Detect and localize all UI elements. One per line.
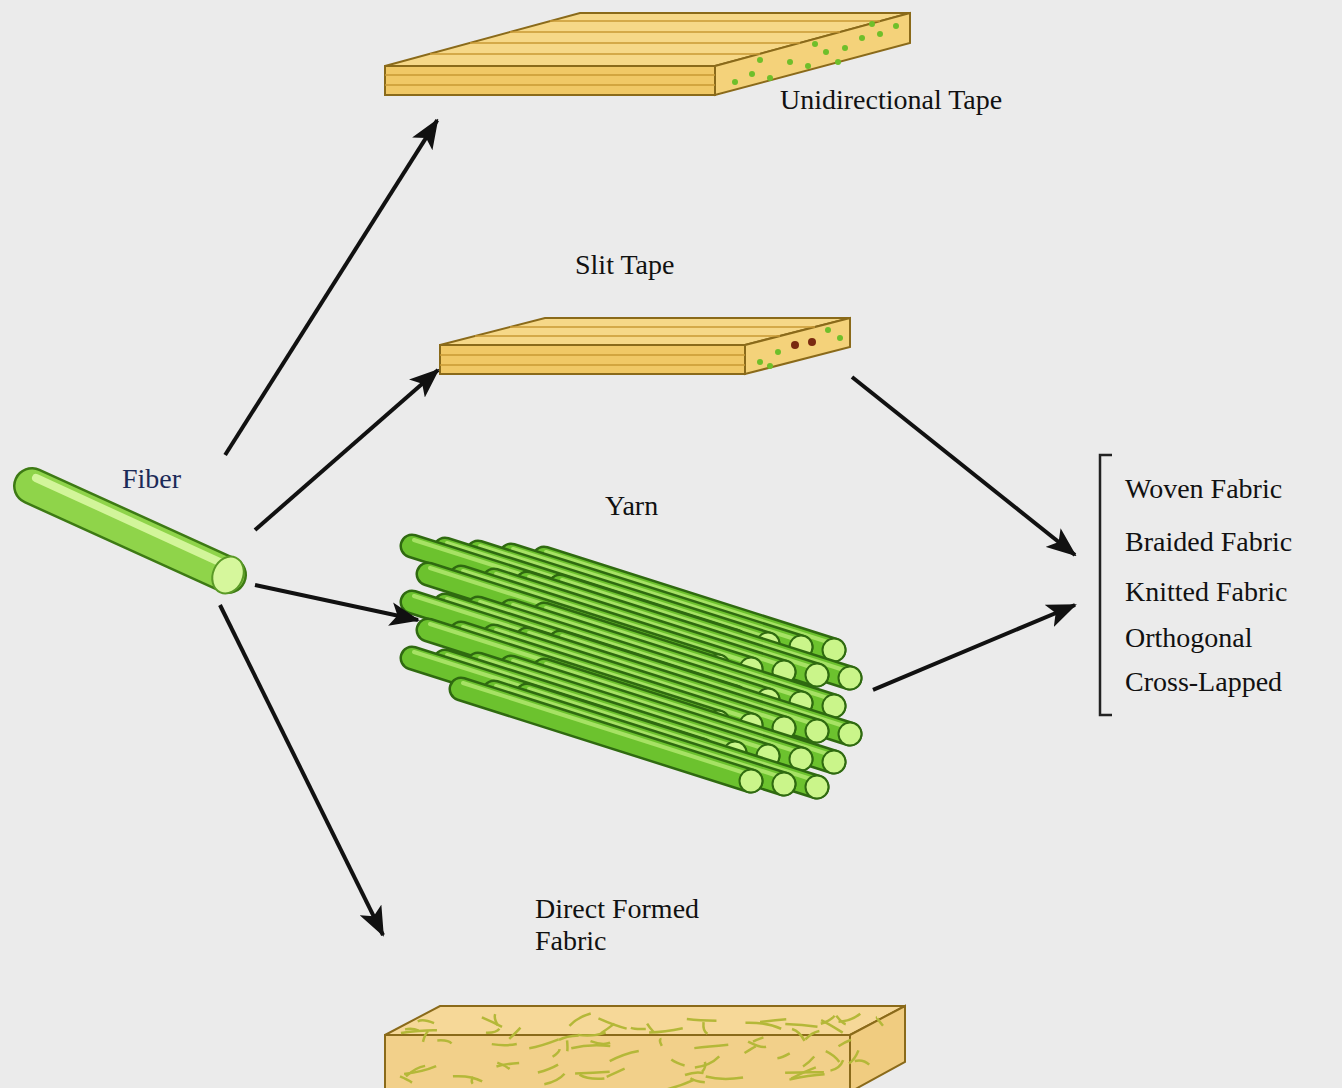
fabric-type-list: Woven FabricBraided FabricKnitted Fabric… bbox=[1075, 450, 1337, 720]
node-label: Yarn bbox=[605, 490, 658, 522]
flow-arrow bbox=[255, 370, 438, 530]
flow-arrow bbox=[225, 120, 437, 455]
node-label: Braided Fabric bbox=[1125, 526, 1292, 558]
tape-group: Slit Tape bbox=[438, 245, 852, 377]
direct-formed-fabric-illustration bbox=[385, 1006, 905, 1088]
fiber-illustration bbox=[32, 478, 249, 598]
node-label: Unidirectional Tape bbox=[780, 84, 1002, 116]
flow-arrow bbox=[220, 605, 383, 935]
yarn-group: Yarn bbox=[418, 488, 873, 800]
node-label: Slit Tape bbox=[575, 249, 674, 281]
yarn-illustration bbox=[412, 540, 862, 799]
unidirectional-tape-illustration bbox=[385, 13, 910, 95]
flow-arrow bbox=[852, 377, 1075, 555]
flow-arrow bbox=[873, 605, 1075, 690]
node-label: Knitted Fabric bbox=[1125, 576, 1288, 608]
node-label: Fiber bbox=[122, 463, 181, 495]
yarn-filament bbox=[461, 683, 763, 793]
node-label: Woven Fabric bbox=[1125, 473, 1282, 505]
fabric-group: Direct Formed Fabric bbox=[383, 893, 908, 1085]
fiber-label-group: Fiber bbox=[10, 455, 255, 605]
node-label: Orthogonal Cross-Lapped bbox=[1125, 616, 1295, 704]
bracket bbox=[1100, 455, 1112, 715]
slit-tape-illustration bbox=[440, 318, 850, 374]
flow-arrow bbox=[255, 585, 418, 620]
node-label: Direct Formed Fabric bbox=[535, 893, 775, 957]
tape-group: Unidirectional Tape bbox=[380, 10, 1070, 120]
